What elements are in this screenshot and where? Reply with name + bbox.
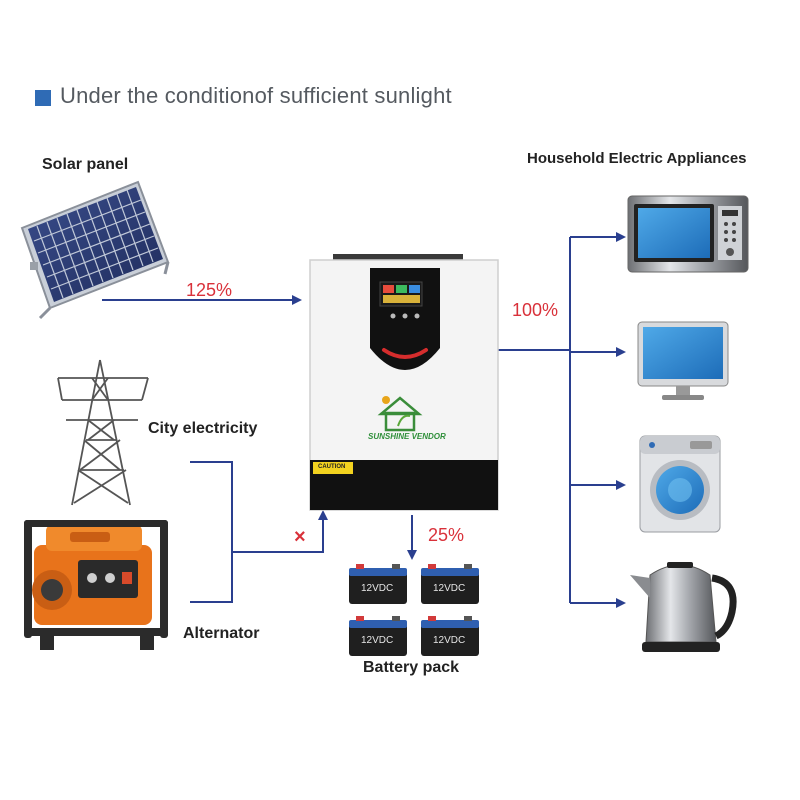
solar-panel-label: Solar panel [42, 156, 129, 173]
alternator-label: Alternator [183, 625, 260, 642]
electric-kettle-icon [630, 562, 737, 652]
solar-panel-icon [20, 180, 170, 320]
battery-pack-icon [349, 564, 479, 656]
transmission-tower-icon [57, 359, 149, 506]
battery-cell-label: 12VDC [433, 635, 466, 646]
battery-cell [421, 616, 479, 656]
microwave-oven-icon [627, 195, 749, 273]
grid-blocked-cross-icon: × [294, 526, 306, 548]
inverter-caution-text: CAUTION [318, 464, 346, 470]
household-appliances-label: Household Electric Appliances [527, 150, 747, 167]
generator-icon [24, 520, 168, 650]
inverter-brand-text: SUNSHINE VENDOR [368, 432, 446, 441]
battery-pack-label: Battery pack [363, 659, 460, 676]
battery-cell [349, 564, 407, 604]
battery-cell [421, 564, 479, 604]
city-electricity-label: City electricity [148, 420, 258, 437]
heading-marker [35, 90, 51, 106]
solar-flow-percent: 125% [186, 280, 233, 300]
computer-monitor-icon [637, 321, 729, 400]
grid-to-inverter-line [232, 510, 328, 553]
battery-flow-percent: 25% [428, 525, 465, 545]
battery-cell [349, 616, 407, 656]
washing-machine-icon [639, 435, 721, 533]
inverter-icon [309, 254, 499, 511]
grid-line [190, 461, 233, 603]
flow-lines [102, 232, 626, 608]
battery-cell-label: 12VDC [361, 635, 394, 646]
battery-cell-label: 12VDC [361, 583, 394, 594]
page-title: Under the conditionof sufficient sunligh… [60, 83, 452, 108]
battery-cell-label: 12VDC [433, 583, 466, 594]
brand-logo-icon [377, 396, 423, 432]
appliance-flow-percent: 100% [512, 300, 559, 320]
